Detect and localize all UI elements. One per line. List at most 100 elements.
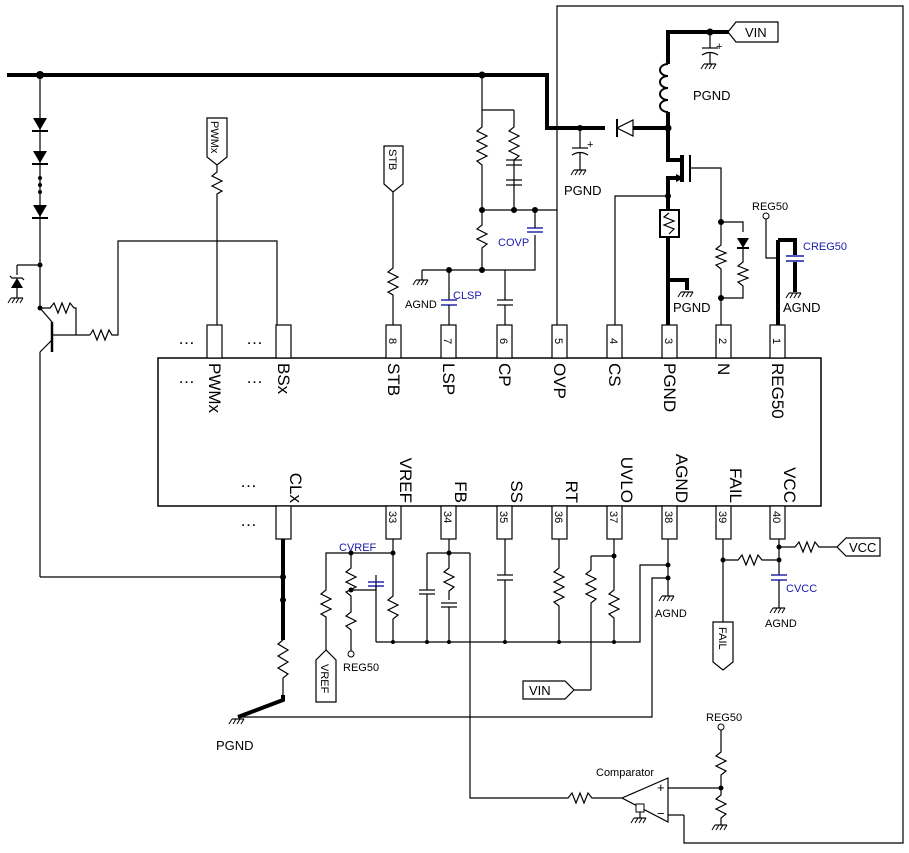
led-string (31, 75, 49, 265)
pin-label: VREF (396, 458, 415, 503)
pin-number: 36 (552, 511, 564, 523)
reg50-network (762, 212, 804, 325)
vcc-port: VCC (836, 537, 881, 557)
ground-icon (228, 718, 245, 725)
vcc-port-label: VCC (849, 540, 876, 555)
clsp-label: CLSP (453, 290, 482, 302)
vref-port: VREF (315, 649, 337, 703)
led-icon (31, 204, 49, 219)
cp-network (412, 75, 558, 325)
clx-to-pgnd (237, 695, 285, 719)
pin-number: 38 (662, 511, 674, 523)
pin-label: N (714, 363, 733, 375)
ic-body (157, 357, 822, 507)
pin-34: 34 FB (440, 481, 470, 540)
led-ellipsis-dot (38, 190, 42, 194)
pgnd-label-outcap: PGND (564, 183, 602, 198)
ground-icon (785, 292, 802, 299)
ellipsis-top-2: … (178, 368, 195, 387)
pgnd-label-pin3: PGND (673, 300, 711, 315)
pin-6: 6 CP (495, 324, 514, 387)
pgnd-label-vin: PGND (693, 88, 731, 103)
pin-label: FB (451, 481, 470, 503)
vin-bottom-port: VIN (522, 680, 591, 700)
pin-number: 6 (497, 338, 509, 344)
pin-label: PGND (660, 363, 679, 412)
pin-label-pwm: PWMx (205, 363, 224, 414)
led-ellipsis-dot (38, 183, 42, 187)
pin-38: 38 AGND (661, 454, 691, 540)
ground-icon (412, 279, 429, 286)
pin-37: 37 UVLO (606, 457, 636, 540)
pin-39: 39 FAIL (715, 468, 745, 540)
pin-label: FAIL (726, 468, 745, 503)
vin-wire (666, 30, 744, 64)
creg50-label: CREG50 (803, 241, 847, 253)
ground-icon (570, 169, 587, 176)
pin-3: 3 PGND (660, 324, 679, 412)
vref-port-label: VREF (318, 664, 330, 694)
pin-label: LSP (439, 363, 458, 395)
pin-4: 4 CS (605, 324, 624, 387)
board-outline (556, 5, 904, 844)
ellipsis-bottom-1: … (240, 472, 257, 491)
ground-icon (700, 63, 717, 70)
output-cap: + (570, 125, 593, 176)
ellipsis-bottom-2: … (240, 511, 257, 530)
pin-pwm: PWMx (205, 324, 224, 414)
agnd-bottom-bus (376, 564, 668, 643)
agnd-label-pin38: AGND (655, 608, 687, 620)
vin-cap: + (700, 32, 722, 70)
ellipsis-top-4: … (246, 368, 263, 387)
pin-number: 33 (386, 511, 398, 523)
pin-36: 36 RT (551, 481, 581, 540)
agnd-label-reg50: AGND (783, 300, 821, 315)
vcc-network (769, 539, 837, 614)
agnd-label-clsp: AGND (405, 299, 437, 311)
pin-label-clx: CLx (286, 473, 305, 504)
covp-label: COVP (498, 237, 529, 249)
pin-bs: BSx (274, 324, 293, 395)
boost-diode (615, 119, 634, 137)
cvcc-label: CVCC (786, 583, 817, 595)
pin-number: 8 (386, 338, 398, 344)
pin-number: 5 (552, 338, 564, 344)
pin-label: CS (605, 363, 624, 387)
vin-port-label: VIN (745, 25, 767, 40)
agnd-pin-network (658, 539, 675, 602)
comparator-minus: − (657, 806, 665, 821)
pgnd-label-clx: PGND (216, 738, 254, 753)
reg50-label-comp: REG50 (706, 712, 742, 724)
clx-pgnd-return (238, 577, 668, 718)
led-ellipsis-dot (38, 176, 42, 180)
pin-number: 2 (716, 338, 728, 344)
svg-text:+: + (716, 41, 722, 53)
comparator-label: Comparator (596, 767, 654, 779)
pin-number: 37 (607, 511, 619, 523)
pin-label: STB (384, 363, 403, 396)
pin-number: 3 (662, 338, 674, 344)
ground-icon (630, 817, 647, 824)
ground-icon (677, 291, 694, 298)
comparator-plus: + (657, 780, 665, 795)
cs-wire (614, 195, 668, 325)
junction (391, 640, 395, 644)
pin-label: AGND (672, 454, 691, 503)
pin-label: SS (507, 480, 526, 503)
pin-number: 39 (716, 511, 728, 523)
vref-network (319, 539, 400, 658)
ground-icon (769, 607, 786, 614)
pin-label: OVP (550, 363, 569, 399)
led-icon (31, 150, 49, 165)
ground-icon (7, 297, 24, 304)
pin-label: CP (495, 363, 514, 387)
pin-label: VCC (780, 467, 799, 503)
comparator-divider (711, 723, 728, 831)
ground-icon (658, 595, 675, 602)
reg50-label-top: REG50 (752, 201, 788, 213)
pnp-transistor (37, 240, 278, 577)
junction (280, 574, 286, 580)
fail-port: FAIL (712, 621, 734, 671)
fail-port-label: FAIL (716, 627, 728, 650)
